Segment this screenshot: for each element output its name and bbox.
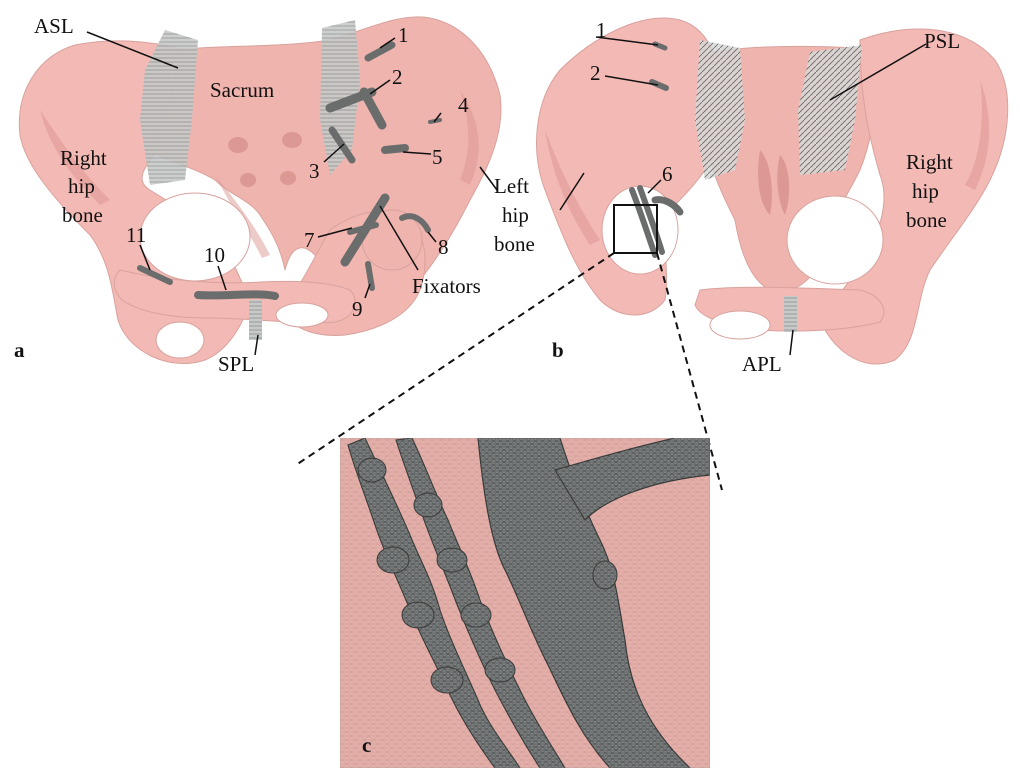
label-left-hip-a-1: Left xyxy=(494,174,529,198)
label-right-hip-a-1: Right xyxy=(60,146,107,170)
label-left-hip-a-2: hip xyxy=(502,203,529,227)
label-left-hip-a-3: bone xyxy=(494,232,535,256)
panel-label-a: a xyxy=(14,338,25,362)
label-apl: APL xyxy=(742,352,782,376)
spl-ligament xyxy=(249,300,262,340)
fixator-num-4-a: 4 xyxy=(458,93,469,117)
label-right-hip-b-1: Right xyxy=(906,150,953,174)
label-fixators: Fixators xyxy=(412,274,481,298)
panel-c-mesh xyxy=(340,430,710,768)
panel-label-c: c xyxy=(362,733,371,757)
fixator-num-1-b: 1 xyxy=(596,18,607,42)
fixator-num-3-a: 3 xyxy=(309,159,320,183)
label-sacrum: Sacrum xyxy=(210,78,274,102)
apl-ligament xyxy=(784,296,797,332)
fixator-num-11-a: 11 xyxy=(126,223,146,247)
fixator-num-5-a: 5 xyxy=(432,145,443,169)
fixator-num-2-a: 2 xyxy=(392,65,403,89)
label-spl: SPL xyxy=(218,352,254,376)
fixator-num-7-a: 7 xyxy=(304,228,315,252)
label-right-hip-b-2: hip xyxy=(912,179,939,203)
label-right-hip-a-2: hip xyxy=(68,174,95,198)
fixator-num-8-a: 8 xyxy=(438,235,449,259)
obturator-foramen-right-a xyxy=(140,193,250,281)
fixator-num-2-b: 2 xyxy=(590,61,601,85)
obturator-foramen-right-b xyxy=(787,196,883,284)
panel-label-b: b xyxy=(552,338,564,362)
fixator-num-1-a: 1 xyxy=(398,23,409,47)
label-psl: PSL xyxy=(924,29,960,53)
fixator-num-10-a: 10 xyxy=(204,243,225,267)
label-right-hip-b-3: bone xyxy=(906,208,947,232)
fixator-num-6-b: 6 xyxy=(662,162,673,186)
label-asl: ASL xyxy=(34,14,74,38)
label-right-hip-a-3: bone xyxy=(62,203,103,227)
fixator-num-9-a: 9 xyxy=(352,297,363,321)
